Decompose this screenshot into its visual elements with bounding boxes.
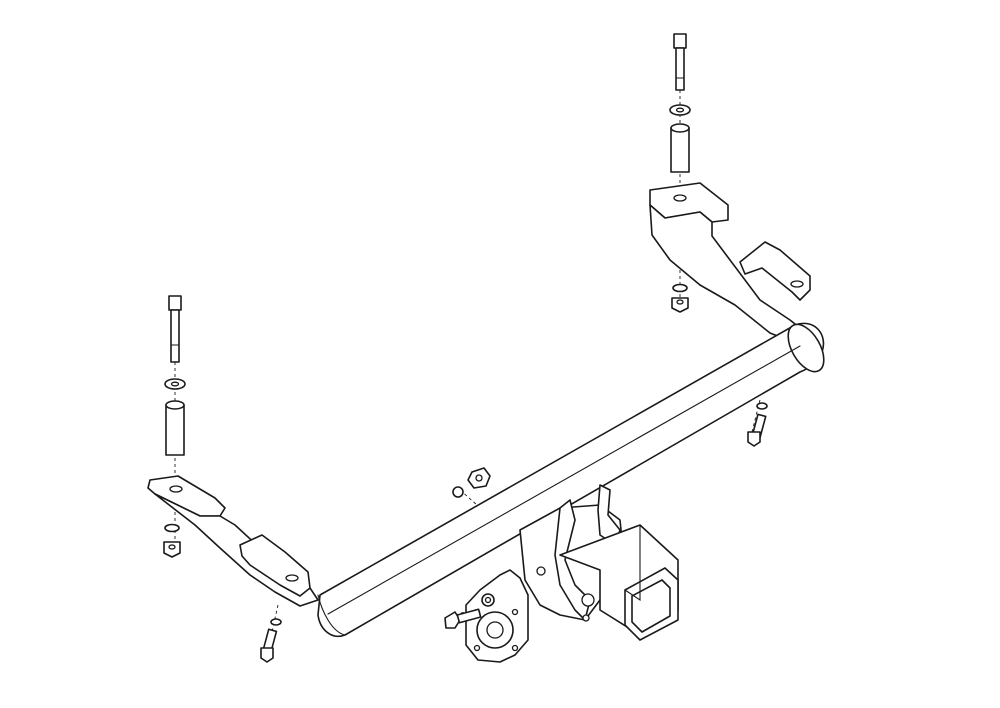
main-cross-tube bbox=[317, 322, 825, 637]
center-nut-washer bbox=[452, 467, 491, 498]
left-bolt-stack bbox=[163, 295, 186, 558]
left-small-bolt bbox=[260, 618, 282, 663]
right-mounting-bracket bbox=[649, 182, 811, 346]
receiver-center-mount bbox=[519, 484, 679, 641]
right-small-bolt bbox=[747, 402, 768, 447]
right-bolt-stack bbox=[669, 33, 691, 313]
socket-mounting-plate bbox=[465, 569, 529, 663]
socket-bolt bbox=[444, 593, 495, 629]
left-mounting-bracket bbox=[147, 475, 319, 607]
